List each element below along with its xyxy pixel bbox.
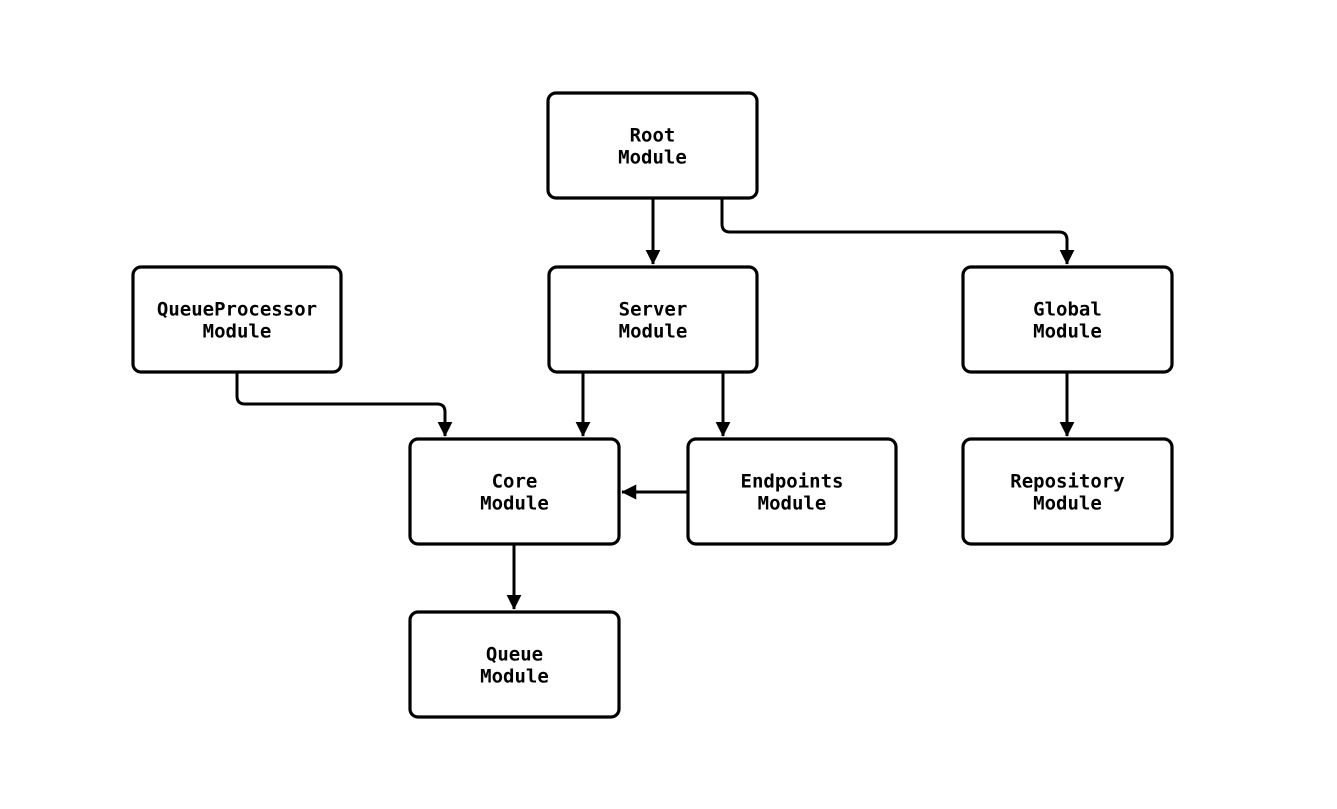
node-label-line: Global xyxy=(1033,299,1102,321)
node-label-line: QueueProcessor xyxy=(157,299,317,321)
node-label-line: Module xyxy=(618,147,687,169)
node-label-line: Module xyxy=(619,321,688,343)
node-label-line: Module xyxy=(758,493,827,515)
node-box-server xyxy=(547,265,759,374)
node-label-line: Module xyxy=(1033,493,1102,515)
node-label-line: Queue xyxy=(486,644,543,666)
node-label-line: Repository xyxy=(1010,471,1124,493)
node-label-line: Core xyxy=(492,471,538,493)
node-label-line: Endpoints xyxy=(741,471,844,493)
node-label-line: Server xyxy=(619,299,688,321)
node-label-line: Module xyxy=(480,493,549,515)
edges-layer xyxy=(235,198,1075,610)
node-label-line: Module xyxy=(480,666,549,688)
node-box-repository xyxy=(961,437,1174,546)
node-label-line: Module xyxy=(203,321,272,343)
node-label-line: Module xyxy=(1033,321,1102,343)
node-box-queue xyxy=(408,610,621,719)
edge-queueprocessor-to-core xyxy=(235,372,453,437)
node-label-line: Root xyxy=(630,125,676,147)
edge-root-to-global xyxy=(720,198,1075,265)
